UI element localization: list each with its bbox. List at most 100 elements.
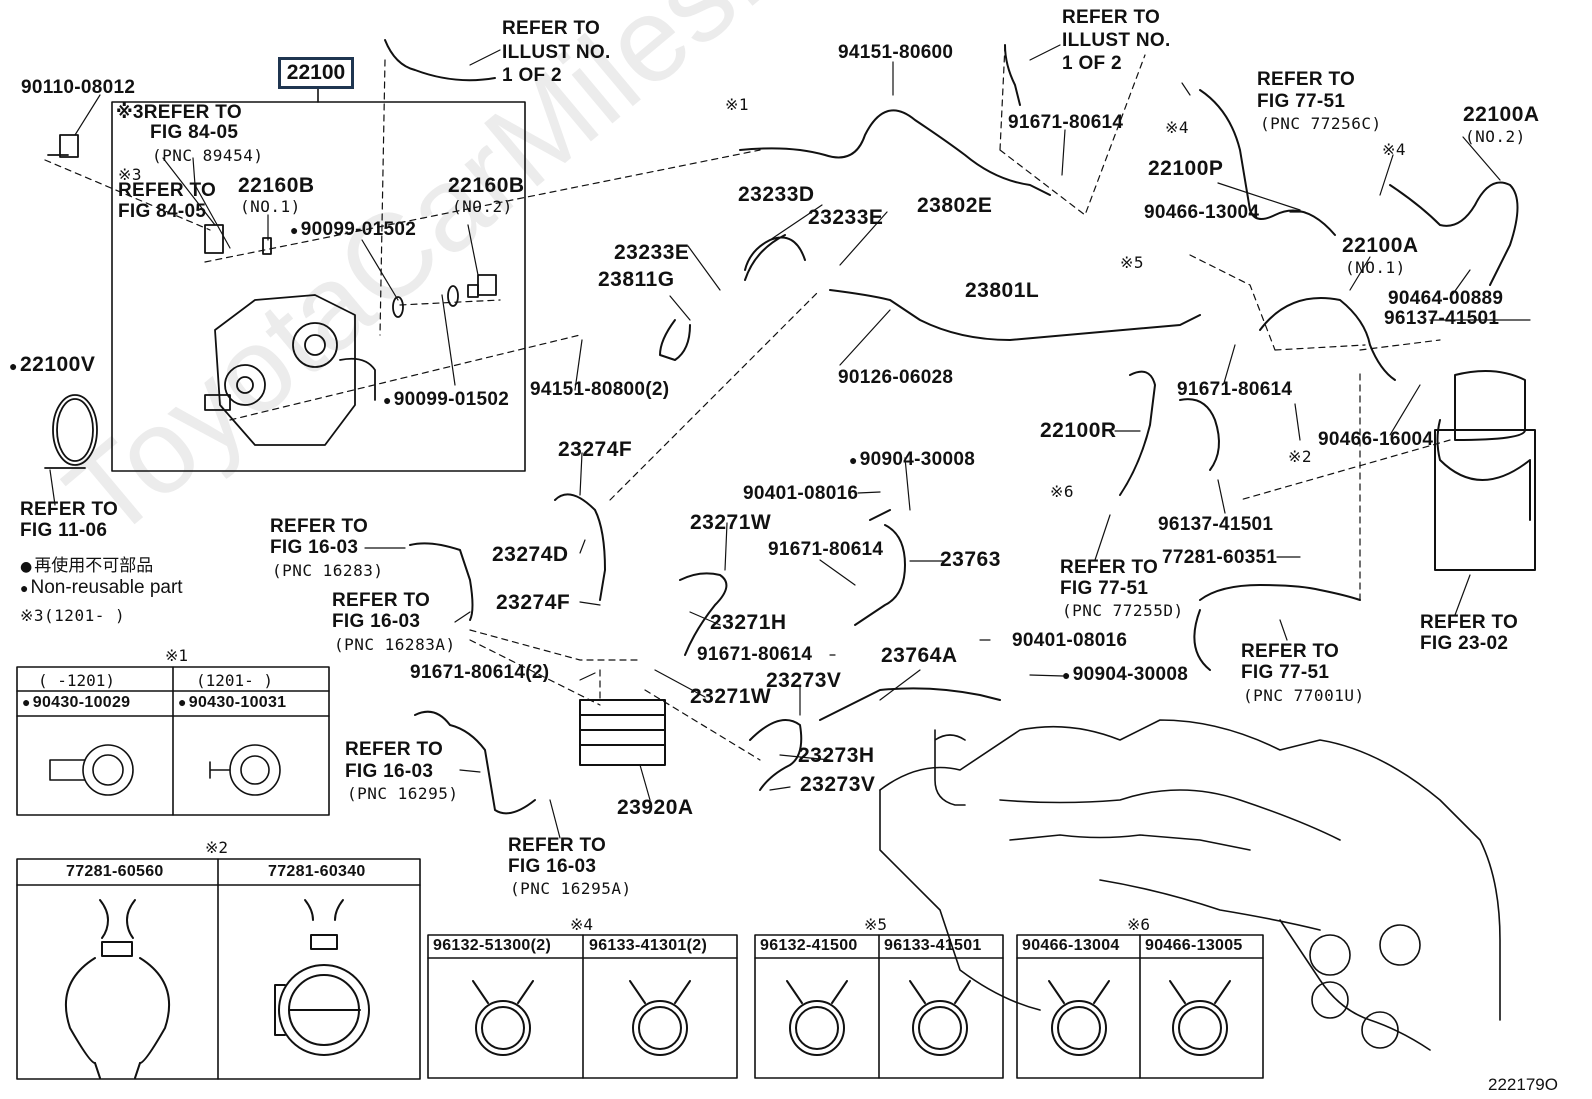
refer-fig-77-51-a-fig[interactable]: FIG 77-51 (1257, 91, 1346, 112)
note-mark-x5: ※5 (1120, 253, 1145, 272)
part-23764a[interactable]: 23764A (881, 644, 958, 667)
part-22160b-no1-note: (NO.1) (240, 197, 301, 216)
part-91671-80614-d[interactable]: 91671-80614 (697, 644, 813, 665)
refer-note-fig-84-05-b: REFER TO (118, 180, 217, 201)
table1-header-left: ( -1201) (38, 671, 116, 690)
part-91671-80614-b[interactable]: 91671-80614 (1177, 379, 1293, 400)
part-96137-41501-a[interactable]: 96137-41501 (1384, 308, 1500, 329)
refer-fig-77-51-b-fig[interactable]: FIG 77-51 (1060, 578, 1149, 599)
refer-fig-16-03-d-fig[interactable]: FIG 16-03 (508, 856, 597, 877)
part-23274f-b[interactable]: 23274F (496, 591, 571, 614)
part-96137-41501-b[interactable]: 96137-41501 (1158, 514, 1274, 535)
legend-japanese: 再使用不可部品 (20, 556, 153, 577)
refer-fig-77-51-a: REFER TO (1257, 69, 1356, 90)
note-mark-x4-a: ※4 (1165, 118, 1190, 137)
part-91671-80614-c[interactable]: 91671-80614 (768, 539, 884, 560)
refer-fig-77-51-c-fig[interactable]: FIG 77-51 (1241, 662, 1330, 683)
part-22100v[interactable]: 22100V (9, 354, 95, 376)
part-90466-16004[interactable]: 90466-16004 (1318, 429, 1434, 450)
refer-illust-1-no[interactable]: ILLUST NO. (502, 42, 611, 63)
refer-fig-16-03-a-fig[interactable]: FIG 16-03 (270, 537, 359, 558)
part-22100r[interactable]: 22100R (1040, 419, 1117, 442)
part-23274f-a[interactable]: 23274F (558, 438, 633, 461)
part-90904-30008-b[interactable]: 90904-30008 (1062, 665, 1188, 685)
table4-mark: ※4 (570, 915, 594, 934)
part-23233e-a[interactable]: 23233E (808, 206, 884, 229)
legend-non-reusable: Non-reusable part (20, 578, 182, 598)
table6-part-right[interactable]: 90466-13005 (1145, 937, 1243, 954)
refer-fig-23-02: REFER TO (1420, 612, 1519, 633)
refer-note-fig-84-05-b-fig[interactable]: FIG 84-05 (118, 201, 207, 222)
part-23763[interactable]: 23763 (940, 548, 1001, 571)
note-mark-x1: ※1 (725, 95, 750, 114)
part-77281-60351[interactable]: 77281-60351 (1162, 547, 1278, 568)
part-90126-06028[interactable]: 90126-06028 (838, 367, 954, 388)
part-23802e[interactable]: 23802E (917, 194, 993, 217)
refer-fig-23-02-fig[interactable]: FIG 23-02 (1420, 633, 1509, 654)
table5-part-left[interactable]: 96132-41500 (760, 937, 858, 954)
part-23274d[interactable]: 23274D (492, 543, 569, 566)
refer-fig-16-03-a: REFER TO (270, 516, 369, 537)
refer-note-fig-84-05-a-pnc: (PNC 89454) (152, 146, 264, 165)
refer-note-fig-84-05-a-fig[interactable]: FIG 84-05 (150, 122, 239, 143)
part-90904-30008-a[interactable]: 90904-30008 (849, 450, 975, 470)
refer-note-fig-11-06: REFER TO (20, 499, 119, 520)
part-90464-00889[interactable]: 90464-00889 (1388, 288, 1504, 309)
refer-fig-77-51-c: REFER TO (1241, 641, 1340, 662)
table5-part-right[interactable]: 96133-41501 (884, 937, 982, 954)
part-23273v-a[interactable]: 23273V (766, 669, 842, 692)
refer-note-fig-11-06-fig[interactable]: FIG 11-06 (20, 520, 108, 541)
refer-fig-16-03-c-fig[interactable]: FIG 16-03 (345, 761, 434, 782)
part-23233d[interactable]: 23233D (738, 183, 815, 206)
part-23233e-b[interactable]: 23233E (614, 241, 690, 264)
part-90401-08016-b[interactable]: 90401-08016 (1012, 630, 1128, 651)
part-94151-80800[interactable]: 94151-80800(2) (530, 379, 670, 400)
refer-fig-16-03-d: REFER TO (508, 835, 607, 856)
part-22100a-no2[interactable]: 22100A (1463, 103, 1540, 126)
part-23801l[interactable]: 23801L (965, 279, 1040, 302)
table2-part-left[interactable]: 77281-60560 (66, 863, 164, 880)
part-22100p[interactable]: 22100P (1148, 157, 1224, 180)
part-22160b-no1[interactable]: 22160B (238, 174, 315, 197)
table2-part-right[interactable]: 77281-60340 (268, 863, 366, 880)
part-23273h[interactable]: 23273H (798, 744, 875, 767)
part-90110-08012[interactable]: 90110-08012 (21, 77, 136, 98)
part-90401-08016-a[interactable]: 90401-08016 (743, 483, 859, 504)
part-22100a-no1[interactable]: 22100A (1342, 234, 1419, 257)
refer-fig-16-03-c: REFER TO (345, 739, 444, 760)
refer-illust-2-no[interactable]: ILLUST NO. (1062, 30, 1171, 51)
table1-mark: ※1 (165, 646, 189, 665)
part-23920a[interactable]: 23920A (617, 796, 694, 819)
part-90099-01502-a[interactable]: 90099-01502 (290, 220, 416, 240)
refer-fig-77-51-b: REFER TO (1060, 557, 1159, 578)
part-91671-80614-a[interactable]: 91671-80614 (1008, 112, 1124, 133)
refer-illust-1-page: 1 OF 2 (502, 65, 562, 86)
refer-fig-16-03-a-pnc: (PNC 16283) (272, 561, 384, 580)
part-90099-01502-b[interactable]: 90099-01502 (383, 390, 509, 410)
part-23271w-b[interactable]: 23271W (690, 685, 772, 708)
table6-part-left[interactable]: 90466-13004 (1022, 937, 1120, 954)
refer-fig-16-03-b-fig[interactable]: FIG 16-03 (332, 611, 421, 632)
main-part-callout[interactable]: 22100 (278, 57, 354, 89)
refer-fig-77-51-c-pnc: (PNC 77001U) (1243, 686, 1365, 705)
table1-part-right[interactable]: 90430-10031 (178, 694, 286, 712)
refer-note-fig-84-05-a: ※3REFER TO (116, 102, 242, 123)
part-22160b-no2[interactable]: 22160B (448, 174, 525, 197)
table1-part-left[interactable]: 90430-10029 (22, 694, 130, 712)
part-23273v-b[interactable]: 23273V (800, 773, 876, 796)
note-mark-x4-b: ※4 (1382, 140, 1407, 159)
table1-header-right: (1201- ) (196, 671, 274, 690)
part-23271w-a[interactable]: 23271W (690, 511, 772, 534)
part-22100a-no1-note: (NO.1) (1345, 258, 1406, 277)
part-91671-80614-e[interactable]: 91671-80614(2) (410, 662, 550, 683)
table4-part-left[interactable]: 96132-51300(2) (433, 937, 552, 954)
part-94151-80600[interactable]: 94151-80600 (838, 42, 954, 63)
part-23811g[interactable]: 23811G (598, 268, 675, 291)
part-23271h[interactable]: 23271H (710, 611, 787, 634)
refer-illust-1: REFER TO (502, 18, 601, 39)
table5-mark: ※5 (864, 915, 888, 934)
part-90466-13004[interactable]: 90466-13004 (1144, 202, 1260, 223)
table4-part-right[interactable]: 96133-41301(2) (589, 937, 708, 954)
note-mark-x6: ※6 (1050, 482, 1075, 501)
part-22160b-no2-note: (NO.2) (452, 197, 513, 216)
